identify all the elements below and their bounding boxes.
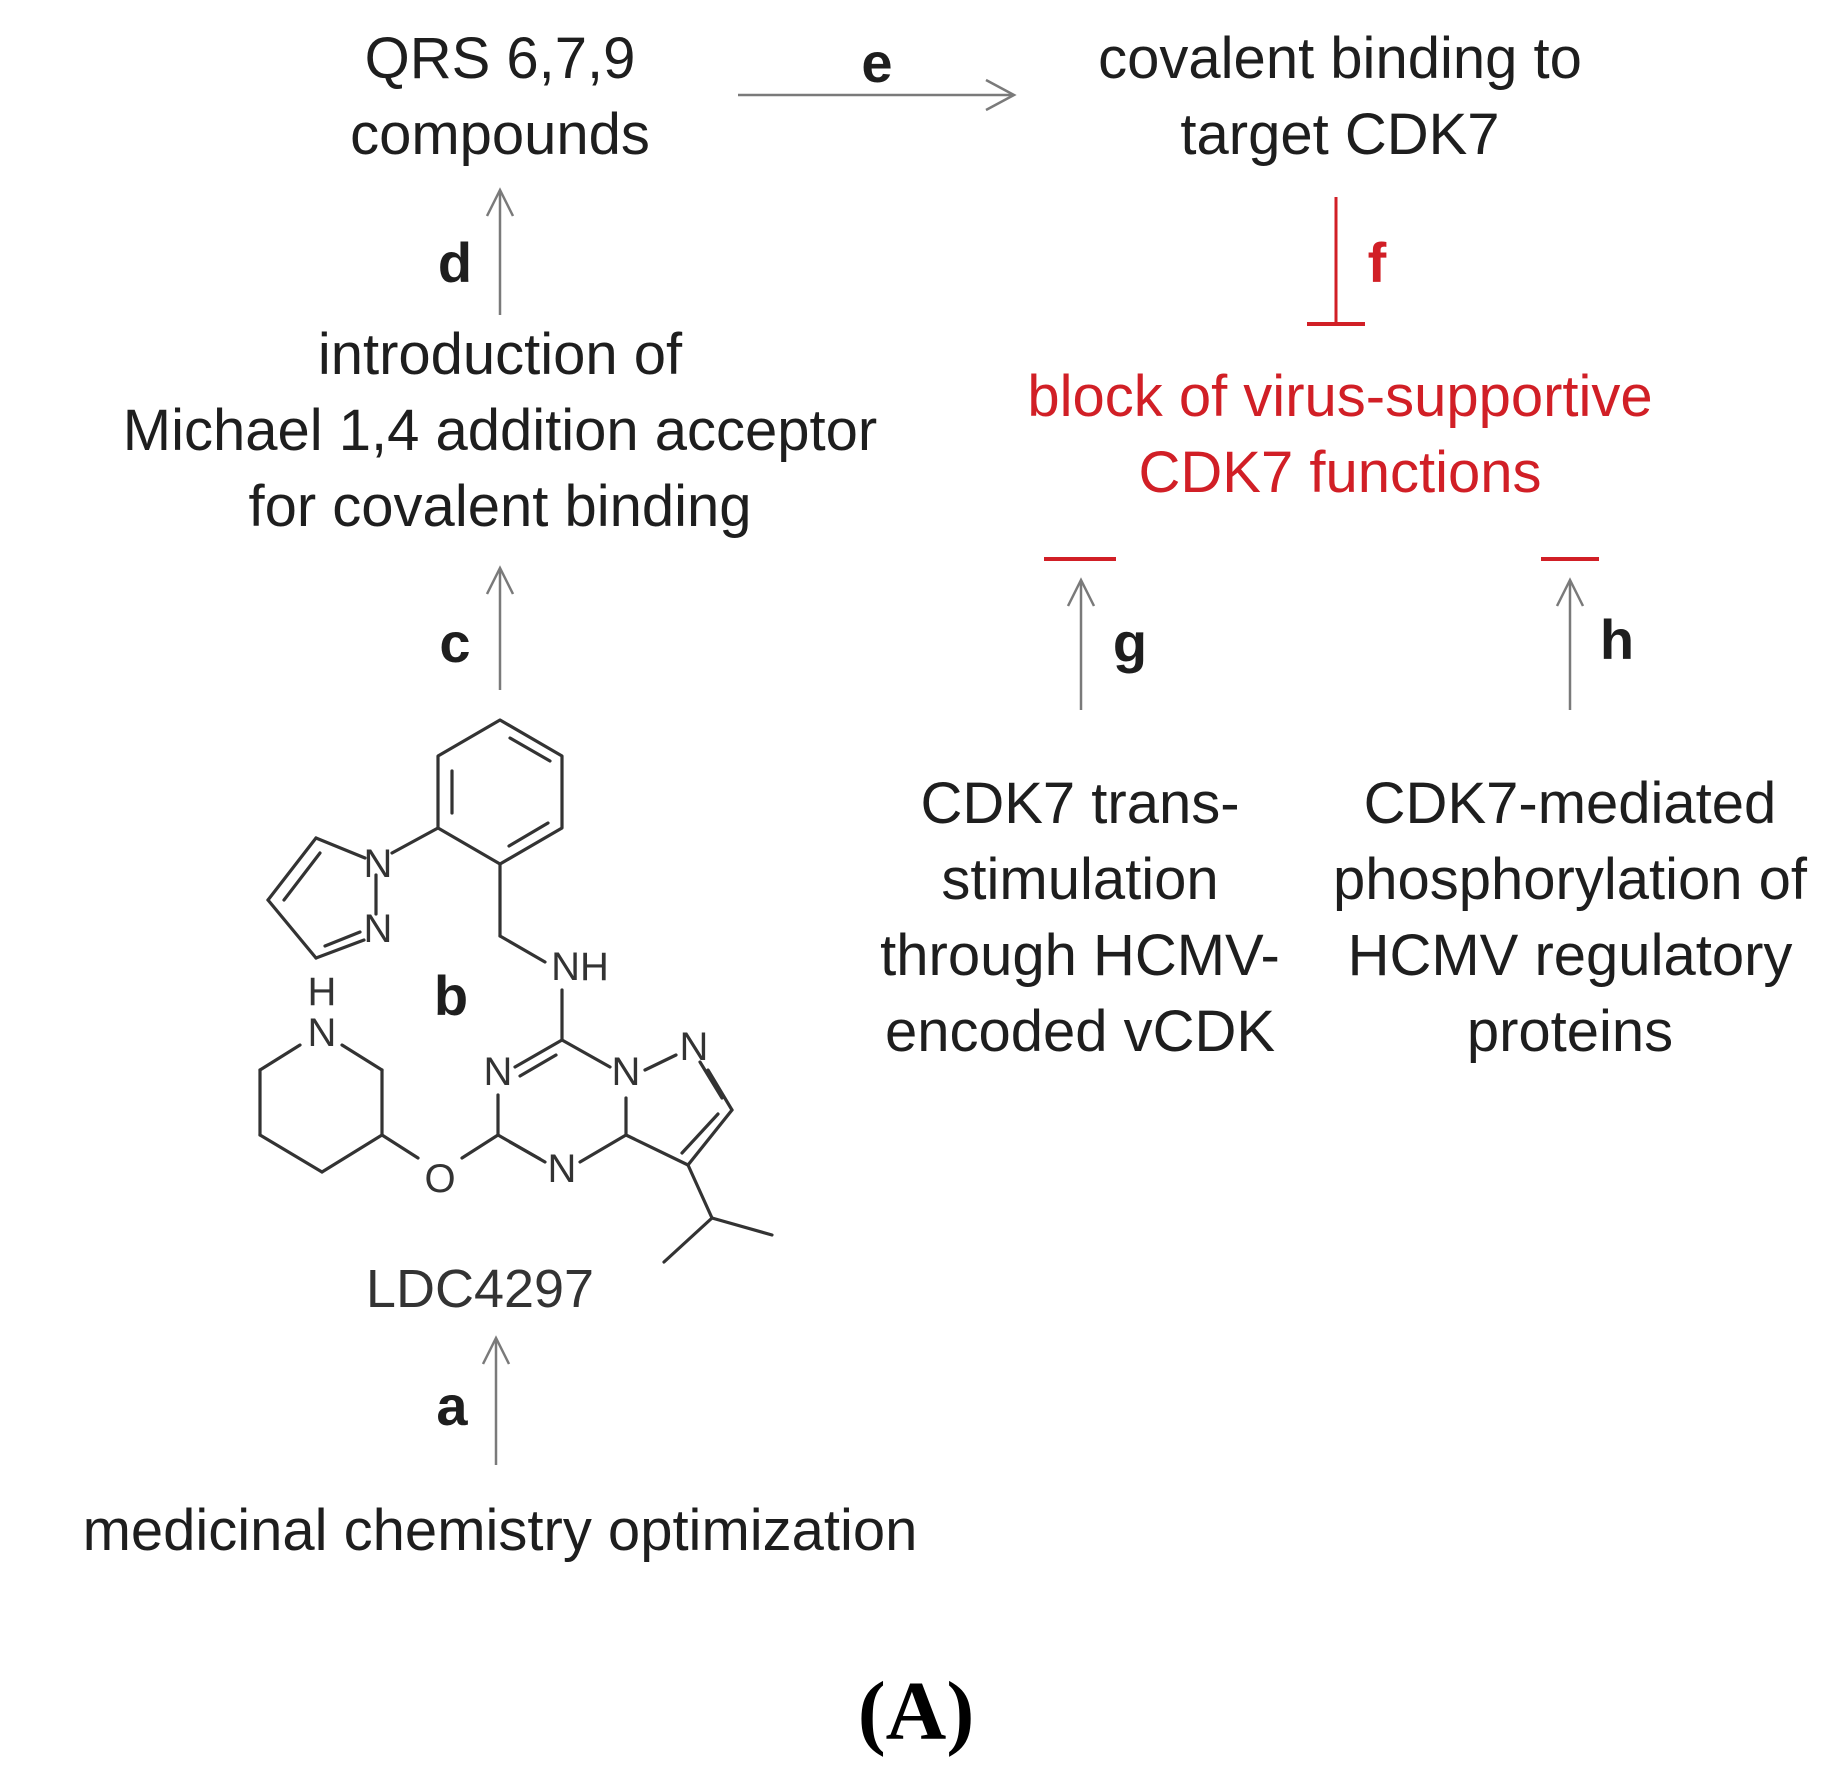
intro-line-3: for covalent binding bbox=[248, 474, 752, 539]
atom-h-piperidine: H bbox=[308, 970, 337, 1014]
phos-line-1: CDK7-mediated bbox=[1363, 771, 1777, 836]
step-label-g: g bbox=[1112, 611, 1148, 674]
atom-n-pyrazolo: N bbox=[680, 1025, 709, 1069]
step-label-d: d bbox=[437, 231, 473, 294]
block-line-2: CDK7 functions bbox=[1138, 440, 1542, 505]
qrs-compounds-node: QRS 6,7,9 compounds bbox=[290, 30, 710, 164]
medicinal-chemistry-node: medicinal chemistry optimization bbox=[82, 1498, 918, 1563]
arrow-h-head bbox=[1555, 577, 1585, 607]
atom-n-piperidine: N bbox=[308, 1011, 337, 1055]
phos-line-4: proteins bbox=[1466, 999, 1674, 1064]
compound-name-ldc4297: LDC4297 bbox=[365, 1259, 595, 1319]
qrs-line-2: compounds bbox=[350, 102, 650, 167]
step-label-h: h bbox=[1599, 608, 1635, 671]
intro-line-2: Michael 1,4 addition acceptor bbox=[122, 398, 878, 463]
atom-n-triazine-left: N bbox=[484, 1050, 513, 1094]
phos-line-3: HCMV regulatory bbox=[1347, 923, 1793, 988]
arrow-c-head bbox=[485, 565, 515, 595]
atom-nh: NH bbox=[551, 945, 609, 989]
trans-line-2: stimulation bbox=[941, 847, 1219, 912]
step-label-a: a bbox=[436, 1374, 468, 1437]
michael-acceptor-node: introduction of Michael 1,4 addition acc… bbox=[100, 326, 900, 536]
atom-n-pyrazole-1: N bbox=[364, 842, 393, 886]
cdk7-transstimulation-node: CDK7 trans- stimulation through HCMV- en… bbox=[860, 775, 1300, 1061]
qrs-line-1: QRS 6,7,9 bbox=[364, 26, 636, 91]
arrow-d-head bbox=[485, 187, 515, 217]
arrow-g-head bbox=[1066, 577, 1096, 607]
arrow-a-head bbox=[481, 1335, 511, 1365]
ldc4297-structure bbox=[258, 718, 774, 1264]
step-label-f: f bbox=[1367, 231, 1387, 294]
block-line-1: block of virus-supportive bbox=[1027, 364, 1653, 429]
covalent-line-2: target CDK7 bbox=[1180, 102, 1500, 167]
phos-line-2: phosphorylation of bbox=[1333, 847, 1807, 912]
atom-n-triazine-bottom: N bbox=[548, 1147, 577, 1191]
panel-label: (A) bbox=[857, 1665, 975, 1758]
step-label-e: e bbox=[861, 31, 893, 94]
block-cdk7-functions-node: block of virus-supportive CDK7 functions bbox=[1000, 368, 1680, 502]
arrow-e-head bbox=[985, 78, 1017, 112]
atom-n-pyrazole-2: N bbox=[364, 907, 393, 951]
trans-line-3: through HCMV- bbox=[880, 923, 1280, 988]
step-label-b: b bbox=[433, 964, 469, 1027]
trans-line-1: CDK7 trans- bbox=[920, 771, 1240, 836]
step-label-c: c bbox=[439, 611, 471, 674]
atom-o-ether: O bbox=[424, 1157, 455, 1201]
cdk7-phosphorylation-node: CDK7-mediated phosphorylation of HCMV re… bbox=[1310, 775, 1830, 1061]
trans-line-4: encoded vCDK bbox=[884, 999, 1276, 1064]
covalent-binding-node: covalent binding to target CDK7 bbox=[1080, 30, 1600, 164]
intro-line-1: introduction of bbox=[317, 322, 683, 387]
covalent-line-1: covalent binding to bbox=[1098, 26, 1582, 91]
atom-n-bridge: N bbox=[612, 1050, 641, 1094]
